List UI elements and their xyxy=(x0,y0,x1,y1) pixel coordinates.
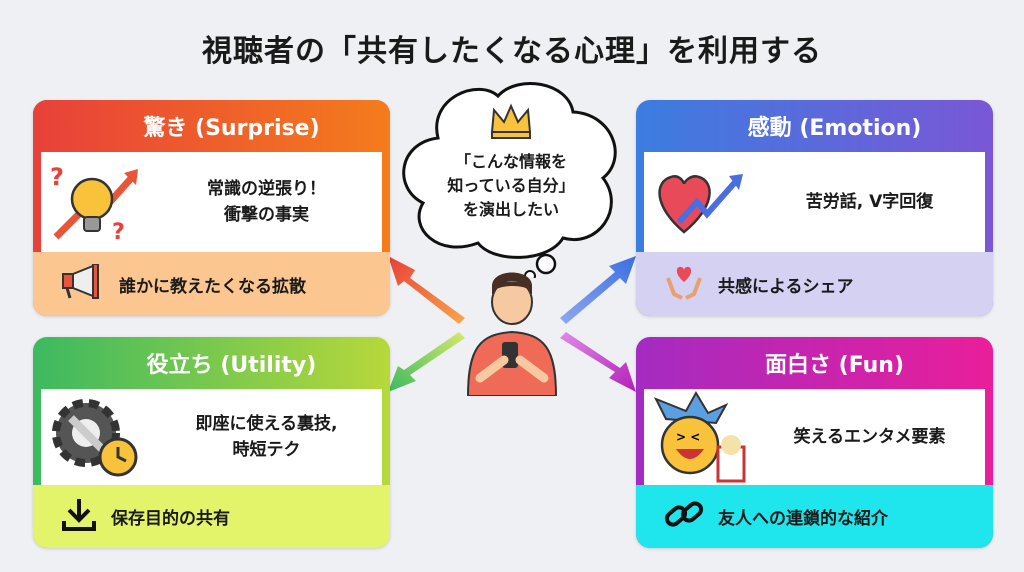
card-body: 笑えるエンタメ要素 xyxy=(793,427,946,447)
card-surprise: 驚き (Surprise) ?? 常識の逆張り！ 衝撃の事実 誰かに教えたくなる… xyxy=(33,100,390,316)
card-body: 苦労話, V字回復 xyxy=(805,192,934,212)
card-footer: 誰かに教えたくなる拡散 xyxy=(119,276,306,297)
gear-wrench-icon xyxy=(41,387,151,487)
card-footer: 共感によるシェア xyxy=(718,276,854,297)
bubble-text: 「こんな情報を 知っている自分」 を演出したい xyxy=(447,152,575,219)
card-footer: 友人への連鎖的な紹介 xyxy=(718,509,888,529)
thought-bubble: 「こんな情報を 知っている自分」 を演出したい xyxy=(398,78,624,278)
arrow-to-emotion xyxy=(560,256,636,324)
person-with-phone-icon xyxy=(466,272,558,396)
card-title: 役立ち (Utility) xyxy=(146,353,317,378)
card-title: 面白さ (Fun) xyxy=(764,353,905,378)
download-icon xyxy=(61,497,97,536)
svg-text:?: ? xyxy=(50,163,64,191)
link-icon xyxy=(664,496,704,537)
page-title: 視聴者の「共有したくなる心理」を利用する xyxy=(202,34,822,69)
hands-heart-icon xyxy=(664,264,704,305)
arrow-to-fun xyxy=(560,332,636,392)
svg-text:?: ? xyxy=(112,220,125,245)
crown-icon xyxy=(490,103,532,139)
card-title: 感動 (Emotion) xyxy=(747,116,922,141)
megaphone-icon xyxy=(61,262,105,305)
lightbulb-icon: ?? xyxy=(41,152,151,252)
heart-rising-icon xyxy=(644,152,754,252)
laughing-jester-icon: > < xyxy=(644,387,754,487)
card-emotion: 感動 (Emotion) 苦労話, V字回復 共感によるシェア xyxy=(636,100,993,316)
card-body: 即座に使える裏技, 時短テク xyxy=(195,414,338,460)
card-body: 常識の逆張り！ 衝撃の事実 xyxy=(207,179,326,225)
card-footer: 保存目的の共有 xyxy=(111,509,230,529)
card-utility: 役立ち (Utility) 即座に使える裏技, 時短テク 保存目的の共有 xyxy=(33,337,390,548)
card-fun: 面白さ (Fun) > < 笑えるエンタメ要素 友人への連鎖的な紹介 xyxy=(636,337,993,548)
arrow-to-surprise xyxy=(388,256,465,324)
svg-text:> <: > < xyxy=(676,430,700,444)
arrow-to-utility xyxy=(388,332,465,392)
card-title: 驚き (Surprise) xyxy=(33,100,390,152)
